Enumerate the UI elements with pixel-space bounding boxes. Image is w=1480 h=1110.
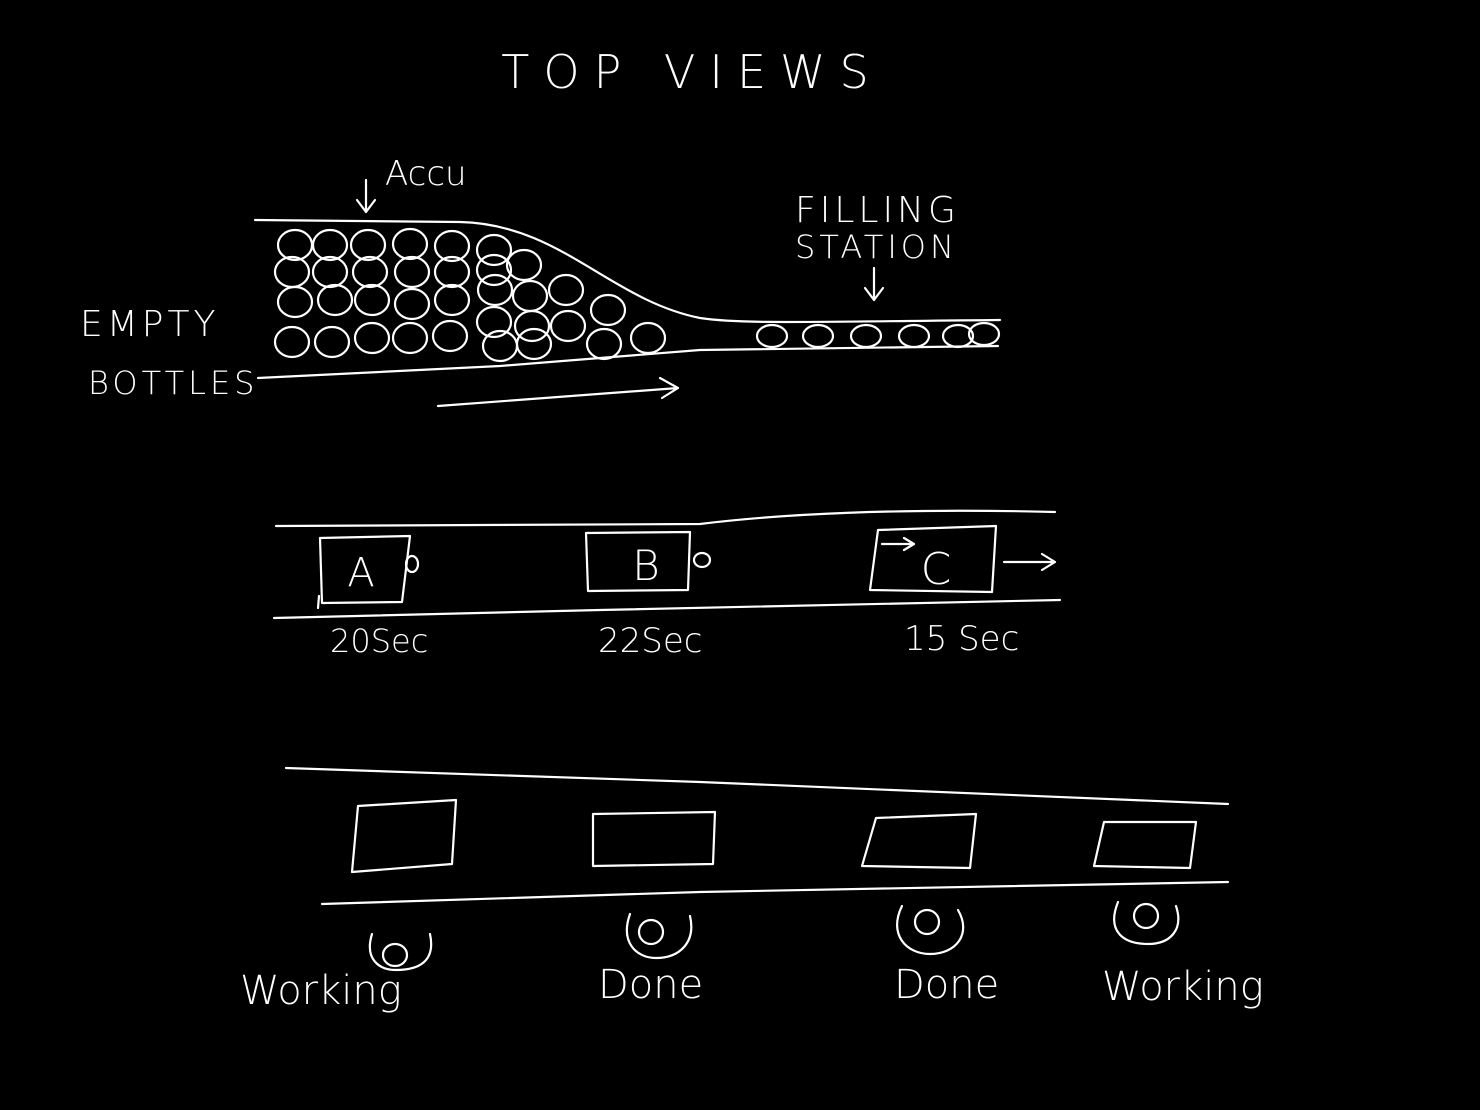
bottle-icon [549,309,587,343]
station-a [316,534,420,610]
station-b [584,530,712,593]
bottle-icon [967,321,1001,347]
station-conveyor-bottom-edge [272,598,1062,620]
operator-icon-2 [625,912,693,960]
bottle-icon [755,323,789,349]
bottle-icon [311,255,349,289]
bottle-icon [585,327,623,361]
operator-head [913,908,941,936]
bottle-icon [393,287,431,321]
bottle-icon [941,323,975,349]
bottle-icon [433,229,471,263]
bottle-icon [475,253,513,287]
work-box-2 [591,810,717,868]
bottle-icon [801,323,835,349]
work-box-3 [860,812,978,870]
station-conveyor [272,509,1062,620]
operator-head [381,942,409,968]
operator-icon-3 [896,904,965,956]
filling-pointer-arrow [863,266,885,302]
bottle-icon [476,273,514,307]
station-a-operator-icon [404,554,420,574]
page-title: TOP VIEWS [501,45,882,99]
operator-conveyor-bottom-edge [320,880,1230,906]
bottle-icon [316,283,354,317]
bottle-icon [515,327,553,361]
filling-station-label-line1: FILLING [795,190,960,231]
bottle-icon [313,325,351,359]
filling-station-label-line2: STATION [795,228,958,266]
operator-body [1113,900,1180,946]
bottle-icon [276,285,314,319]
bottle-icon [433,255,471,289]
empty-bottles-label-line1: EMPTY [80,304,220,345]
station-c-box [868,524,998,594]
station-c-time: 15 Sec [904,619,1019,659]
bottle-icon [393,255,431,289]
station-b-box [584,530,692,593]
bottle-icon [311,228,349,262]
operator-conveyor-top-edge [284,766,1230,806]
bottle-icon [589,293,627,327]
bottle-icon [629,321,667,355]
operator-4-status: Working [1102,964,1264,1010]
operator-body [368,932,433,972]
station-a-letter: A [347,550,374,596]
station-a-stub [316,594,321,610]
bottle-icon [505,248,543,282]
station-b-operator-icon [692,551,712,569]
station-conveyor-top-edge [274,509,1057,528]
operator-1-status: Working [240,968,402,1014]
operator-icon-4 [1113,900,1180,946]
station-c-exit-arrow [1002,552,1057,572]
bottle-icon [353,283,391,317]
bottle-icon [475,233,513,267]
operator-body [896,904,965,956]
empty-bottles-label-line2: BOTTLES [88,364,258,402]
station-a-time: 20Sec [330,622,428,660]
flow-direction-arrow [436,376,680,408]
bottle-icon [547,273,585,307]
operator-3-status: Done [894,962,999,1008]
accumulation-conveyor [253,178,1002,408]
operator-head [1132,902,1160,930]
bottle-icon [273,325,311,359]
conveyor-top-edge [253,218,1002,324]
work-box-1 [350,798,458,874]
bottle-icon [391,227,429,261]
accu-pointer-arrow [355,178,377,214]
bottle-icon [475,305,513,339]
operator-2-status: Done [598,962,703,1008]
operator-conveyor [284,766,1230,972]
bottle-icon [391,321,429,355]
accu-label: Accu [385,154,467,194]
bottle-icon [431,319,469,353]
work-box-4 [1092,820,1198,870]
bottle-icon [351,255,389,289]
bottle-cluster [273,227,1001,363]
station-c-letter: C [921,544,952,595]
bottle-icon [349,228,387,262]
station-c [868,524,1057,594]
bottle-icon [513,309,551,343]
station-a-box [318,534,412,605]
station-b-time: 22Sec [598,621,702,661]
operator-head [637,918,665,946]
station-c-inner-arrow [880,536,916,552]
bottle-icon [849,323,883,349]
operator-body [625,912,693,960]
bottle-icon [433,283,471,317]
operator-icon-1 [368,932,433,972]
bottle-icon [897,323,931,349]
station-b-letter: B [632,541,660,590]
bottle-icon [353,321,391,355]
